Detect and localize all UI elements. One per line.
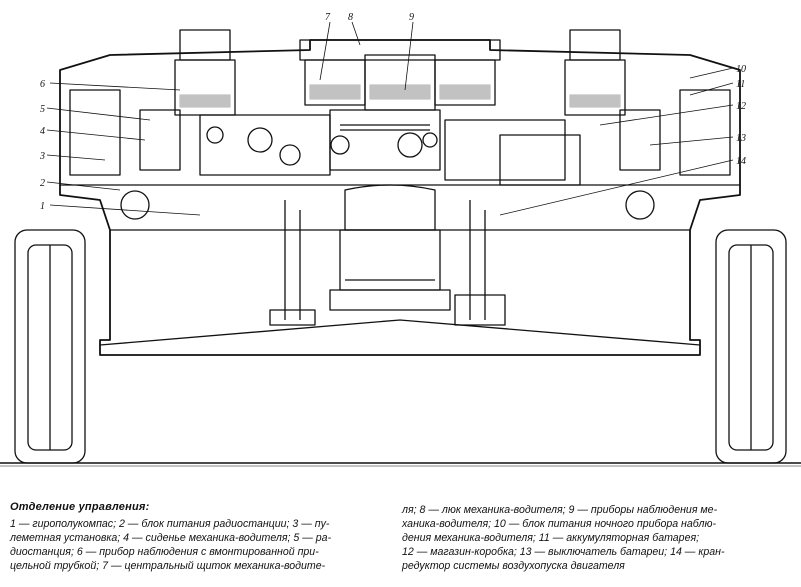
driver-seat — [329, 184, 451, 311]
periscope-housings — [174, 29, 626, 116]
left-track — [14, 229, 86, 464]
callout-1: 1 — [40, 201, 45, 212]
callout-6: 6 — [40, 79, 45, 90]
caption-left-line: цельной трубкой; 7 — центральный щиток м… — [10, 560, 326, 572]
caption-left-line: диостанция; 6 — прибор наблюдения с вмон… — [10, 546, 319, 558]
figure-caption: Отделение управления: 1 — гирополукомпас… — [0, 493, 801, 587]
caption-title: Отделение управления: — [10, 501, 150, 513]
callout-14: 14 — [736, 156, 746, 167]
callout-5: 5 — [40, 104, 45, 115]
caption-right-line: ханика-водителя; 10 — блок питания ночно… — [402, 518, 716, 530]
caption-right-line: редуктор системы воздухопуска двигателя — [402, 560, 625, 572]
caption-left-line: леметная установка; 4 — сиденье механика… — [10, 532, 332, 544]
callout-11: 11 — [736, 79, 745, 90]
driver-hatch — [299, 39, 501, 111]
callout-10: 10 — [736, 64, 746, 75]
callout-numbers: 1 2 3 4 5 6 7 8 9 10 11 12 13 14 — [39, 12, 746, 212]
callout-8: 8 — [348, 12, 353, 23]
hull-outline — [0, 39, 801, 467]
control-compartment-drawing: 1 2 3 4 5 6 7 8 9 10 11 12 13 14 — [0, 12, 801, 467]
callout-13: 13 — [736, 133, 746, 144]
callout-7: 7 — [325, 12, 331, 23]
caption-right-line: ля; 8 — люк механика-водителя; 9 — прибо… — [402, 504, 718, 516]
caption-left-line: 1 — гирополукомпас; 2 — блок питания рад… — [10, 518, 330, 530]
leader-lines — [46, 21, 734, 216]
box-magazine — [444, 89, 731, 220]
radio-station — [69, 89, 181, 220]
right-track — [715, 229, 787, 464]
callout-12: 12 — [736, 101, 746, 112]
callout-3: 3 — [39, 151, 45, 162]
central-instrument-panel — [199, 109, 441, 176]
callout-9: 9 — [409, 12, 414, 23]
caption-right-line: дения механика-водителя; 11 — аккумулято… — [402, 532, 700, 544]
control-levers — [269, 200, 506, 326]
callout-4: 4 — [40, 126, 45, 137]
callout-2: 2 — [40, 178, 45, 189]
caption-right-line: 12 — магазин-коробка; 13 — выключатель б… — [402, 546, 725, 558]
